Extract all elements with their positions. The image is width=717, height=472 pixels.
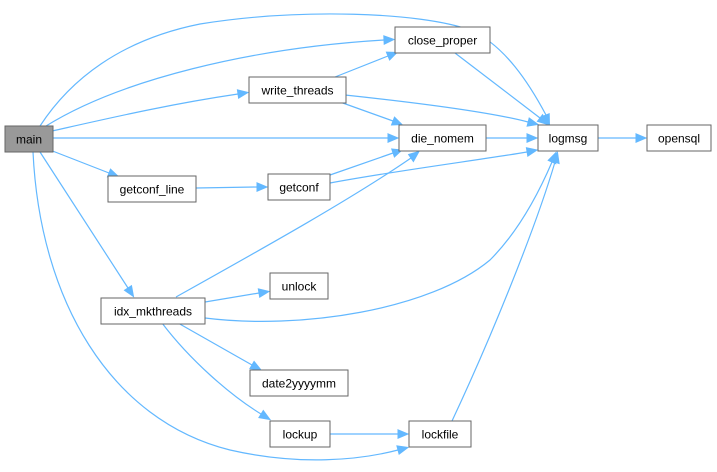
node-getconf-label: getconf [279,181,319,195]
edge-lockfile-to-logmsg [451,151,560,422]
edge-write-threads-to-logmsg [344,94,540,127]
node-idx-mkthreads[interactable]: idx_mkthreads [100,297,206,325]
node-lockup-label: lockup [283,428,318,442]
node-date2yyyymm-label: date2yyyymm [262,377,336,391]
edge-main-to-close-proper [45,35,396,127]
node-opensql-label: opensql [658,132,700,146]
edge-main-to-die-nomem [53,133,400,143]
node-die-nomem-label: die_nomem [411,132,474,146]
edge-main-to-write-threads [51,89,250,132]
node-write-threads[interactable]: write_threads [248,76,347,104]
node-opensql[interactable]: opensql [646,124,712,152]
node-close-proper-label: close_proper [408,34,477,48]
edge-getconf-to-logmsg [329,147,539,184]
node-logmsg[interactable]: logmsg [537,124,599,152]
edge-idx-mkthreads-to-unlock [204,288,271,303]
node-write-threads-label: write_threads [260,84,333,98]
node-main[interactable]: main [4,125,54,153]
edge-main-to-idx-mkthreads [39,151,135,298]
node-close-proper[interactable]: close_proper [394,26,491,54]
edge-idx-mkthreads-to-die-nomem [175,150,421,298]
edge-idx-mkthreads-to-date2yyyymm [177,322,263,371]
edge-write-threads-to-die-nomem [339,101,404,126]
node-getconf-line-label: getconf_line [120,183,185,197]
edge-close-proper-to-logmsg [454,52,550,126]
node-lockfile[interactable]: lockfile [408,420,472,448]
edge-logmsg-to-opensql [598,133,648,143]
node-lockfile-label: lockfile [422,428,459,442]
edge-main-to-lockfile [32,151,410,461]
node-die-nomem[interactable]: die_nomem [398,124,487,152]
node-date2yyyymm[interactable]: date2yyyymm [249,369,349,397]
node-idx-mkthreads-label: idx_mkthreads [114,305,192,319]
node-logmsg-label: logmsg [549,132,588,146]
node-getconf-line[interactable]: getconf_line [107,175,197,203]
node-lockup[interactable]: lockup [269,420,331,448]
node-main-label: main [16,133,42,147]
edge-write-threads-to-close-proper [334,51,399,78]
edge-lockup-to-lockfile [330,429,410,439]
edge-layer [32,13,648,461]
edge-idx-mkthreads-to-lockup [161,322,272,421]
node-unlock-label: unlock [282,280,318,294]
node-layer: main close_proper write_threads die_nome… [4,26,712,448]
edge-main-to-getconf-line [49,149,120,178]
edge-die-nomem-to-logmsg [486,133,539,143]
node-unlock[interactable]: unlock [269,272,329,300]
node-getconf[interactable]: getconf [267,173,331,201]
edge-getconf-line-to-getconf [195,182,269,192]
